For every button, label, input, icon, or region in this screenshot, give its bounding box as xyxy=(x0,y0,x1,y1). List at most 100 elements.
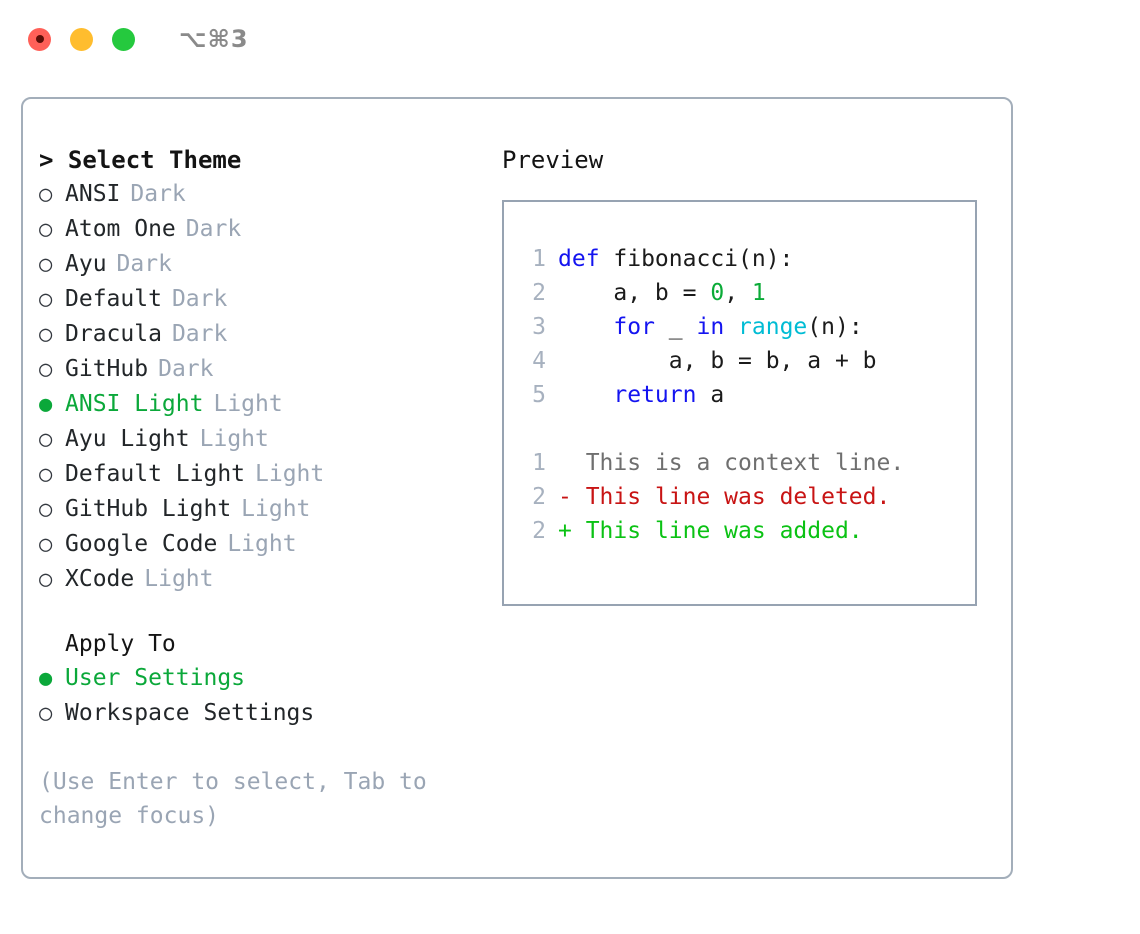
code-text: for _ in range(n): xyxy=(558,310,862,344)
line-number: 4 xyxy=(532,348,546,374)
theme-variant-tag: Dark xyxy=(130,181,186,207)
theme-name: Google Code xyxy=(65,531,218,557)
theme-variant-tag: Light xyxy=(199,426,269,452)
code-token-plain: _ xyxy=(654,314,697,340)
radio-unselected-icon: ○ xyxy=(39,532,53,557)
code-token-plain: a, b = b, a + b xyxy=(558,348,877,374)
radio-selected-icon: ● xyxy=(39,666,53,691)
line-number: 5 xyxy=(532,382,546,408)
diff-content: This line was deleted. xyxy=(571,484,891,510)
window-controls xyxy=(28,27,135,51)
theme-name: Ayu xyxy=(65,251,107,277)
radio-unselected-icon: ○ xyxy=(39,217,53,242)
theme-variant-tag: Dark xyxy=(171,286,228,312)
radio-unselected-icon: ○ xyxy=(39,357,53,382)
theme-variant-tag: Light xyxy=(241,496,311,522)
line-number: 1 xyxy=(532,246,546,272)
code-text: a, b = b, a + b xyxy=(558,344,877,378)
code-text: return a xyxy=(558,378,724,412)
window-titlebar: ⌥⌘3 xyxy=(0,0,1140,78)
window-shortcut-label: ⌥⌘3 xyxy=(179,25,249,53)
theme-name: GitHub Light xyxy=(65,496,232,522)
radio-unselected-icon: ○ xyxy=(39,182,53,207)
code-token-plain xyxy=(558,314,613,340)
diff-sample: 1 This is a context line.2- This line wa… xyxy=(518,446,975,548)
theme-option-ayu-light[interactable]: ○ Ayu Light Light xyxy=(39,422,489,457)
diff-line-add: 2 + This line was added. xyxy=(518,514,975,548)
theme-name: Default xyxy=(65,286,162,312)
diff-content: This line was added. xyxy=(571,518,863,544)
diff-line-del: 2- This line was deleted. xyxy=(518,480,975,514)
code-token-plain: a xyxy=(696,382,725,408)
code-text: def fibonacci(n): xyxy=(558,242,793,276)
code-token-builtin: range xyxy=(738,314,808,340)
code-token-kw: for xyxy=(613,314,655,340)
apply-to-list[interactable]: ●User Settings○Workspace Settings xyxy=(39,661,489,731)
theme-option-github[interactable]: ○ GitHub Dark xyxy=(39,352,489,387)
code-token-plain: , xyxy=(724,280,752,306)
radio-unselected-icon: ○ xyxy=(39,427,53,452)
theme-name: XCode xyxy=(65,566,135,592)
apply-to-option-workspace-settings[interactable]: ○Workspace Settings xyxy=(39,696,489,731)
theme-option-google-code[interactable]: ○ Google Code Light xyxy=(39,527,489,562)
code-token-kw: def xyxy=(558,246,600,272)
theme-option-default-light[interactable]: ○ Default Light Light xyxy=(39,457,489,492)
code-line: 1 def fibonacci(n): xyxy=(518,242,975,276)
maximize-button[interactable] xyxy=(112,27,135,51)
theme-option-atom-one[interactable]: ○ Atom One Dark xyxy=(39,212,489,247)
theme-option-ayu[interactable]: ○ Ayu Dark xyxy=(39,247,489,282)
theme-variant-tag: Dark xyxy=(185,216,242,242)
code-token-num: 1 xyxy=(751,280,766,306)
spacer xyxy=(39,597,489,627)
theme-name: Ayu Light xyxy=(65,426,190,452)
keyboard-hint-text: (Use Enter to select, Tab to change focu… xyxy=(39,769,427,829)
radio-unselected-icon: ○ xyxy=(39,462,53,487)
diff-line-ctx: 1 This is a context line. xyxy=(518,446,975,480)
theme-variant-tag: Light xyxy=(213,391,283,417)
diff-text: - This line was deleted. xyxy=(558,480,890,514)
apply-to-option-user-settings[interactable]: ●User Settings xyxy=(39,661,489,696)
spacer xyxy=(518,412,975,446)
close-button[interactable] xyxy=(28,27,51,51)
diff-marker: + xyxy=(558,518,572,544)
theme-name: ANSI xyxy=(65,181,121,207)
select-theme-header: > Select Theme xyxy=(39,146,242,174)
diff-marker: - xyxy=(558,484,572,510)
theme-option-xcode[interactable]: ○ XCode Light xyxy=(39,562,489,597)
theme-name: Dracula xyxy=(65,321,162,347)
theme-name: Default Light xyxy=(65,461,246,487)
radio-unselected-icon: ○ xyxy=(39,567,53,592)
line-number: 2 xyxy=(532,518,546,544)
theme-variant-tag: Dark xyxy=(158,356,214,382)
code-token-plain: fibonacci(n): xyxy=(599,246,794,272)
code-text: a, b = 0, 1 xyxy=(558,276,766,310)
diff-text: + This line was added. xyxy=(558,514,863,548)
theme-variant-tag: Light xyxy=(144,566,214,592)
diff-content: This is a context line. xyxy=(571,450,905,476)
code-line: 2 a, b = 0, 1 xyxy=(518,276,975,310)
theme-name: Atom One xyxy=(65,216,176,242)
diff-marker xyxy=(558,450,572,476)
theme-variant-tag: Light xyxy=(255,461,325,487)
radio-unselected-icon: ○ xyxy=(39,252,53,277)
theme-variant-tag: Dark xyxy=(116,251,172,277)
line-number: 1 xyxy=(532,450,546,476)
theme-name: GitHub xyxy=(65,356,149,382)
line-number: 3 xyxy=(532,314,546,340)
apply-to-header: Apply To xyxy=(65,631,176,657)
minimize-button[interactable] xyxy=(70,27,93,51)
theme-option-ansi[interactable]: ○ ANSI Dark xyxy=(39,177,489,212)
theme-name: ANSI Light xyxy=(65,391,204,417)
code-token-kw: return xyxy=(613,382,697,408)
theme-variant-tag: Light xyxy=(227,531,297,557)
apply-to-label: Workspace Settings xyxy=(65,700,315,726)
theme-variant-tag: Dark xyxy=(171,321,228,347)
diff-text: This is a context line. xyxy=(558,446,905,480)
